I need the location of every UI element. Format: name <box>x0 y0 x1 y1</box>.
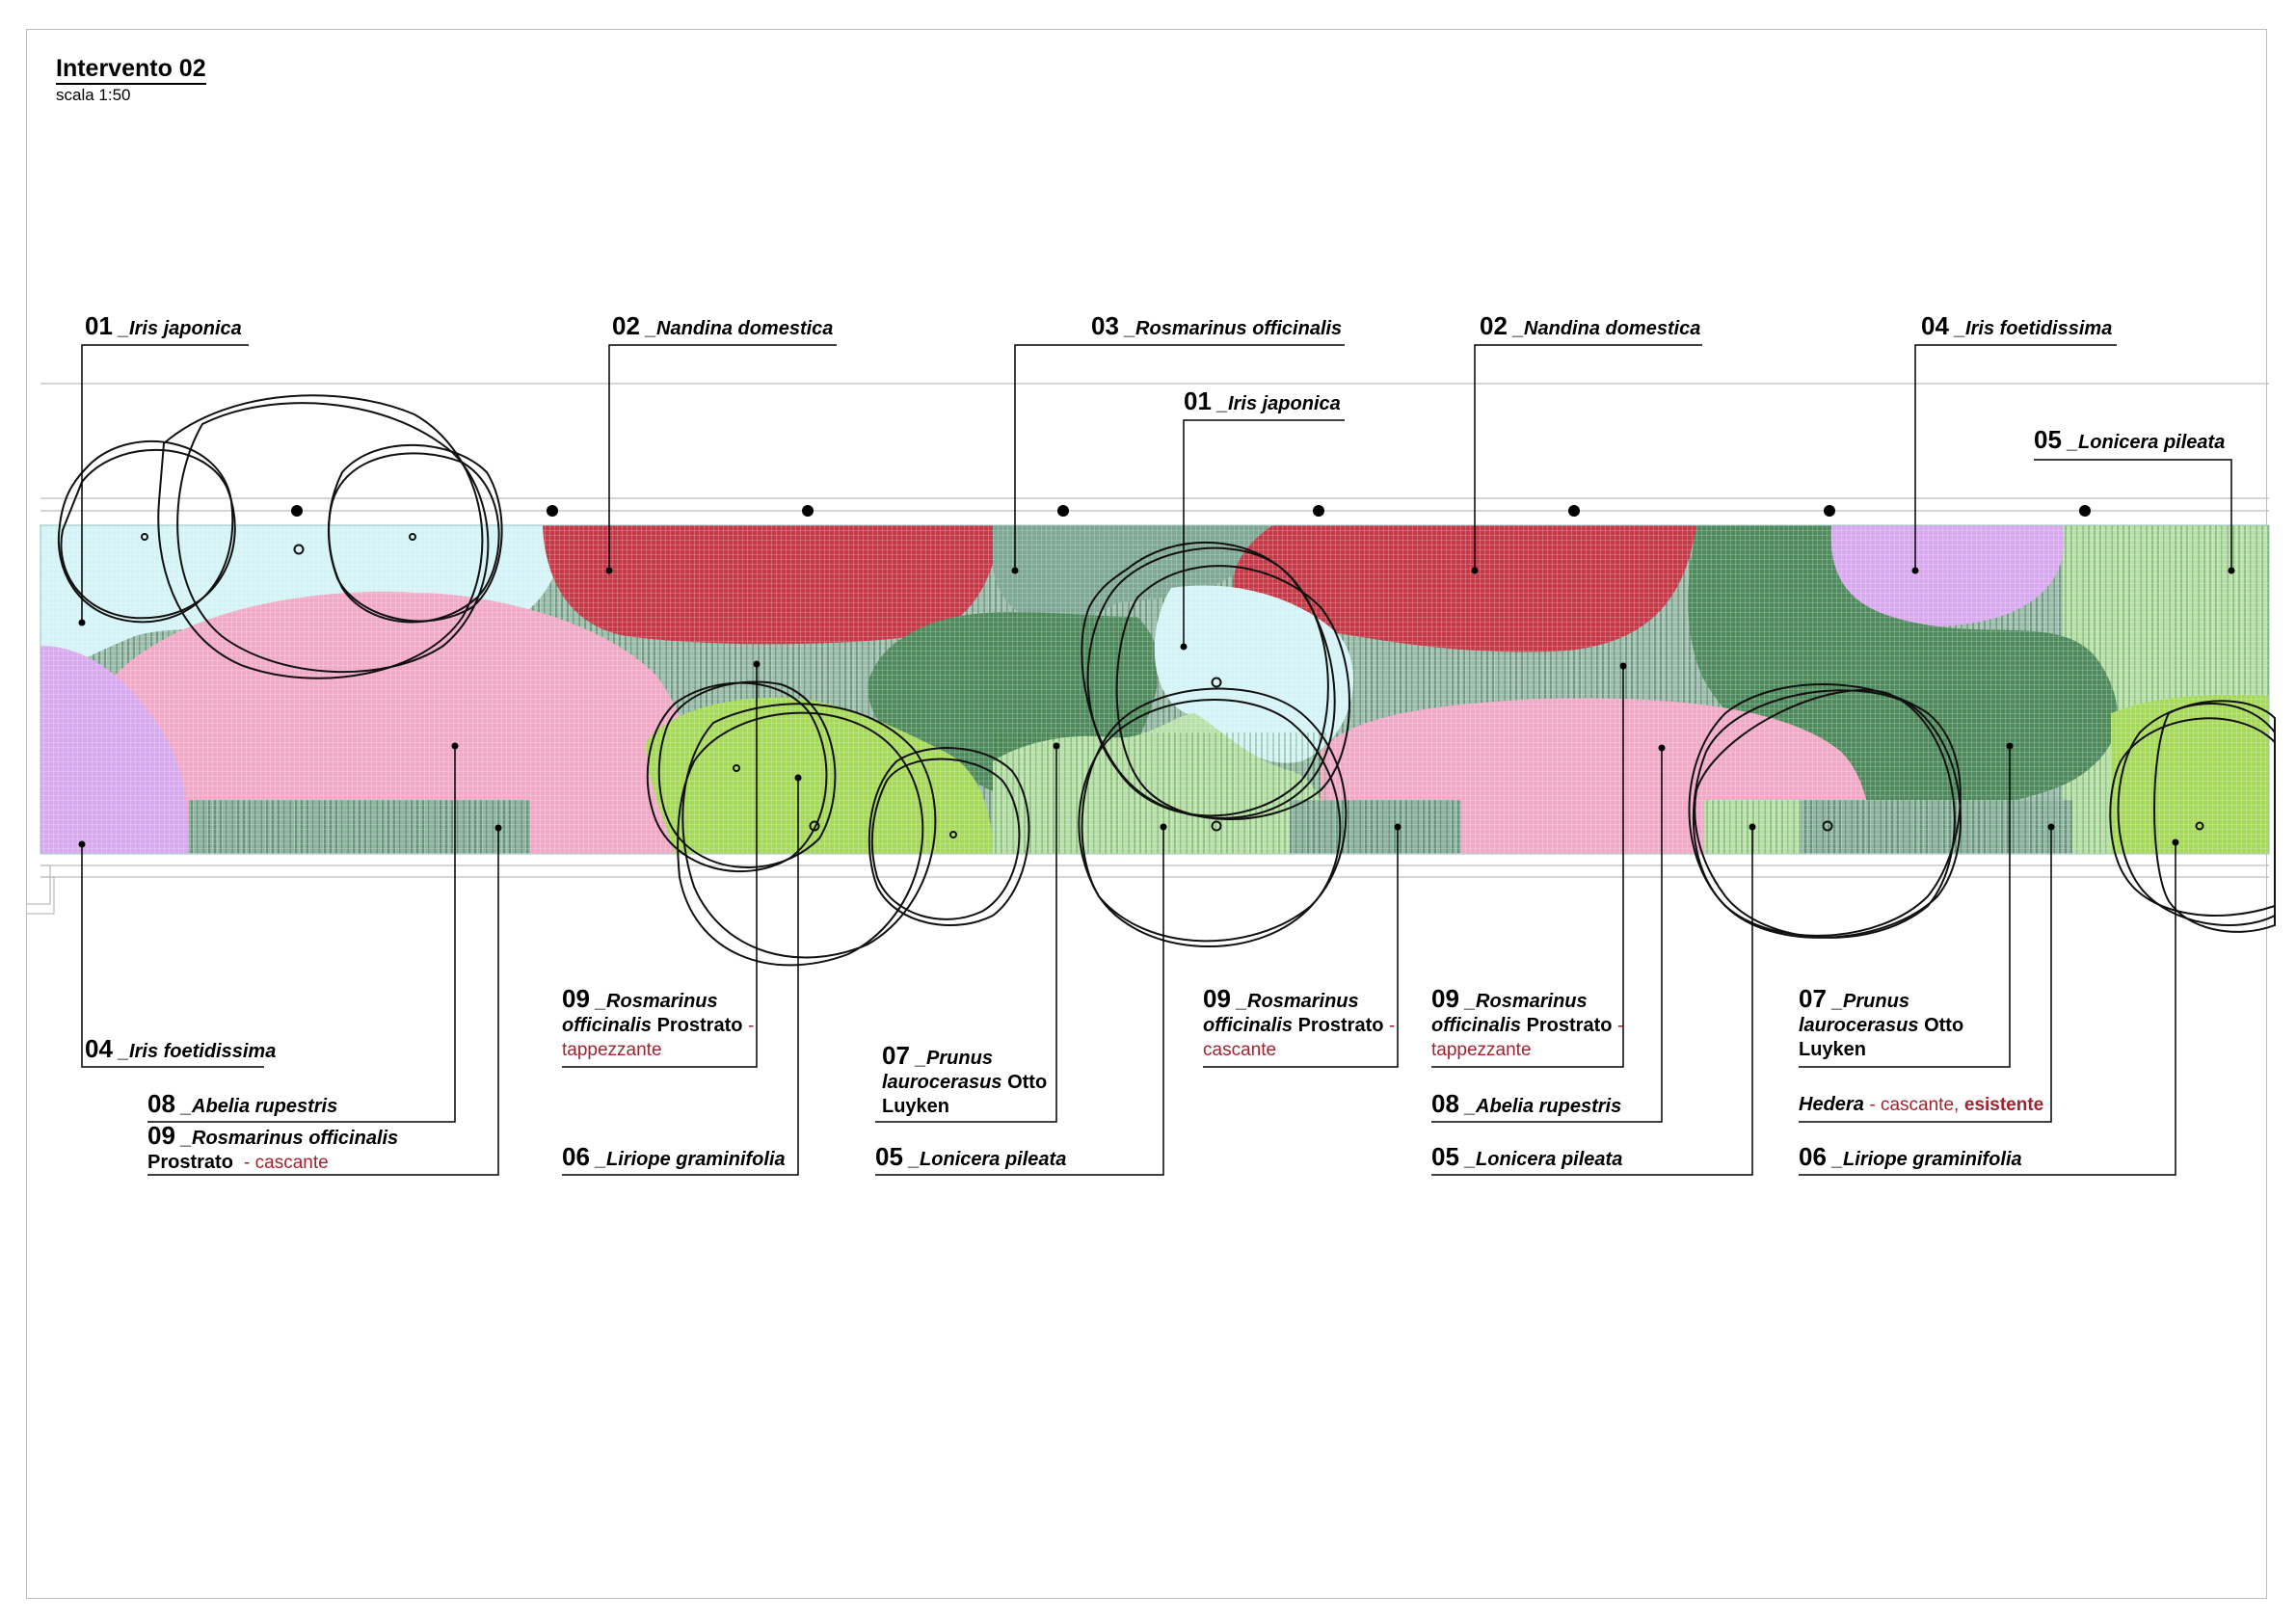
drawing-scale: scala 1:50 <box>56 86 131 104</box>
label-iris-foetidissima-top: 04_Iris foetidissima <box>1921 311 2113 340</box>
label-rosmarinus-prostrato-tappezzante-right: 09_Rosmarinus officinalis Prostrato - ta… <box>1431 984 1624 1060</box>
label-abelia-rupestris-right: 08_Abelia rupestris <box>1431 1089 1622 1118</box>
tree-canopies <box>57 394 2276 967</box>
canopy-group-3 <box>1078 541 1350 947</box>
leader-dots <box>78 567 2235 848</box>
label-abelia-rupestris-left: 08_Abelia rupestris <box>147 1089 338 1118</box>
canopy-group-5 <box>2109 700 2276 933</box>
posts <box>291 505 2091 517</box>
planting-bed <box>40 525 2269 854</box>
drawing-title: Intervento 02 <box>56 54 206 85</box>
title-block: Intervento 02 scala 1:50 <box>56 54 206 105</box>
label-iris-foetidissima-bottom: 04_Iris foetidissima <box>85 1034 277 1063</box>
canopy-group-4 <box>1688 683 1962 939</box>
leader-lines <box>81 344 2232 1176</box>
canopy-group-1 <box>57 394 503 679</box>
canopy-group-2 <box>646 680 1030 967</box>
label-lonicera-pileata-top: 05_Lonicera pileata <box>2034 425 2226 454</box>
label-nandina-domestica-left: 02_Nandina domestica <box>612 311 834 340</box>
label-lonicera-pileata-right: 05_Lonicera pileata <box>1431 1142 1623 1171</box>
label-liriope-graminifolia-left: 06_Liriope graminifolia <box>562 1142 786 1171</box>
label-rosmarinus-prostrato-cascante-left: 09_Rosmarinus officinalis Prostrato - ca… <box>147 1121 399 1173</box>
label-rosmarinus-prostrato-tappezzante-left: 09_Rosmarinus officinalis Prostrato - ta… <box>562 984 755 1060</box>
label-prunus-laurocerasus-right: 07_Prunus laurocerasus Otto Luyken <box>1799 984 1964 1060</box>
label-rosmarinus-prostrato-cascante-center: 09_Rosmarinus officinalis Prostrato - ca… <box>1203 984 1396 1060</box>
label-prunus-laurocerasus-left: 07_Prunus laurocerasus Otto Luyken <box>882 1041 1048 1117</box>
label-nandina-domestica-right: 02_Nandina domestica <box>1480 311 1701 340</box>
label-lonicera-pileata-left: 05_Lonicera pileata <box>875 1142 1067 1171</box>
label-iris-japonica-left: 01_Iris japonica <box>85 311 242 340</box>
wall-outline <box>26 383 2269 915</box>
label-hedera: Hedera - cascante, esistente <box>1799 1094 2044 1115</box>
label-iris-japonica-center: 01_Iris japonica <box>1184 386 1341 415</box>
label-rosmarinus-officinalis: 03_Rosmarinus officinalis <box>1091 311 1343 340</box>
label-liriope-graminifolia-right: 06_Liriope graminifolia <box>1799 1142 2022 1171</box>
